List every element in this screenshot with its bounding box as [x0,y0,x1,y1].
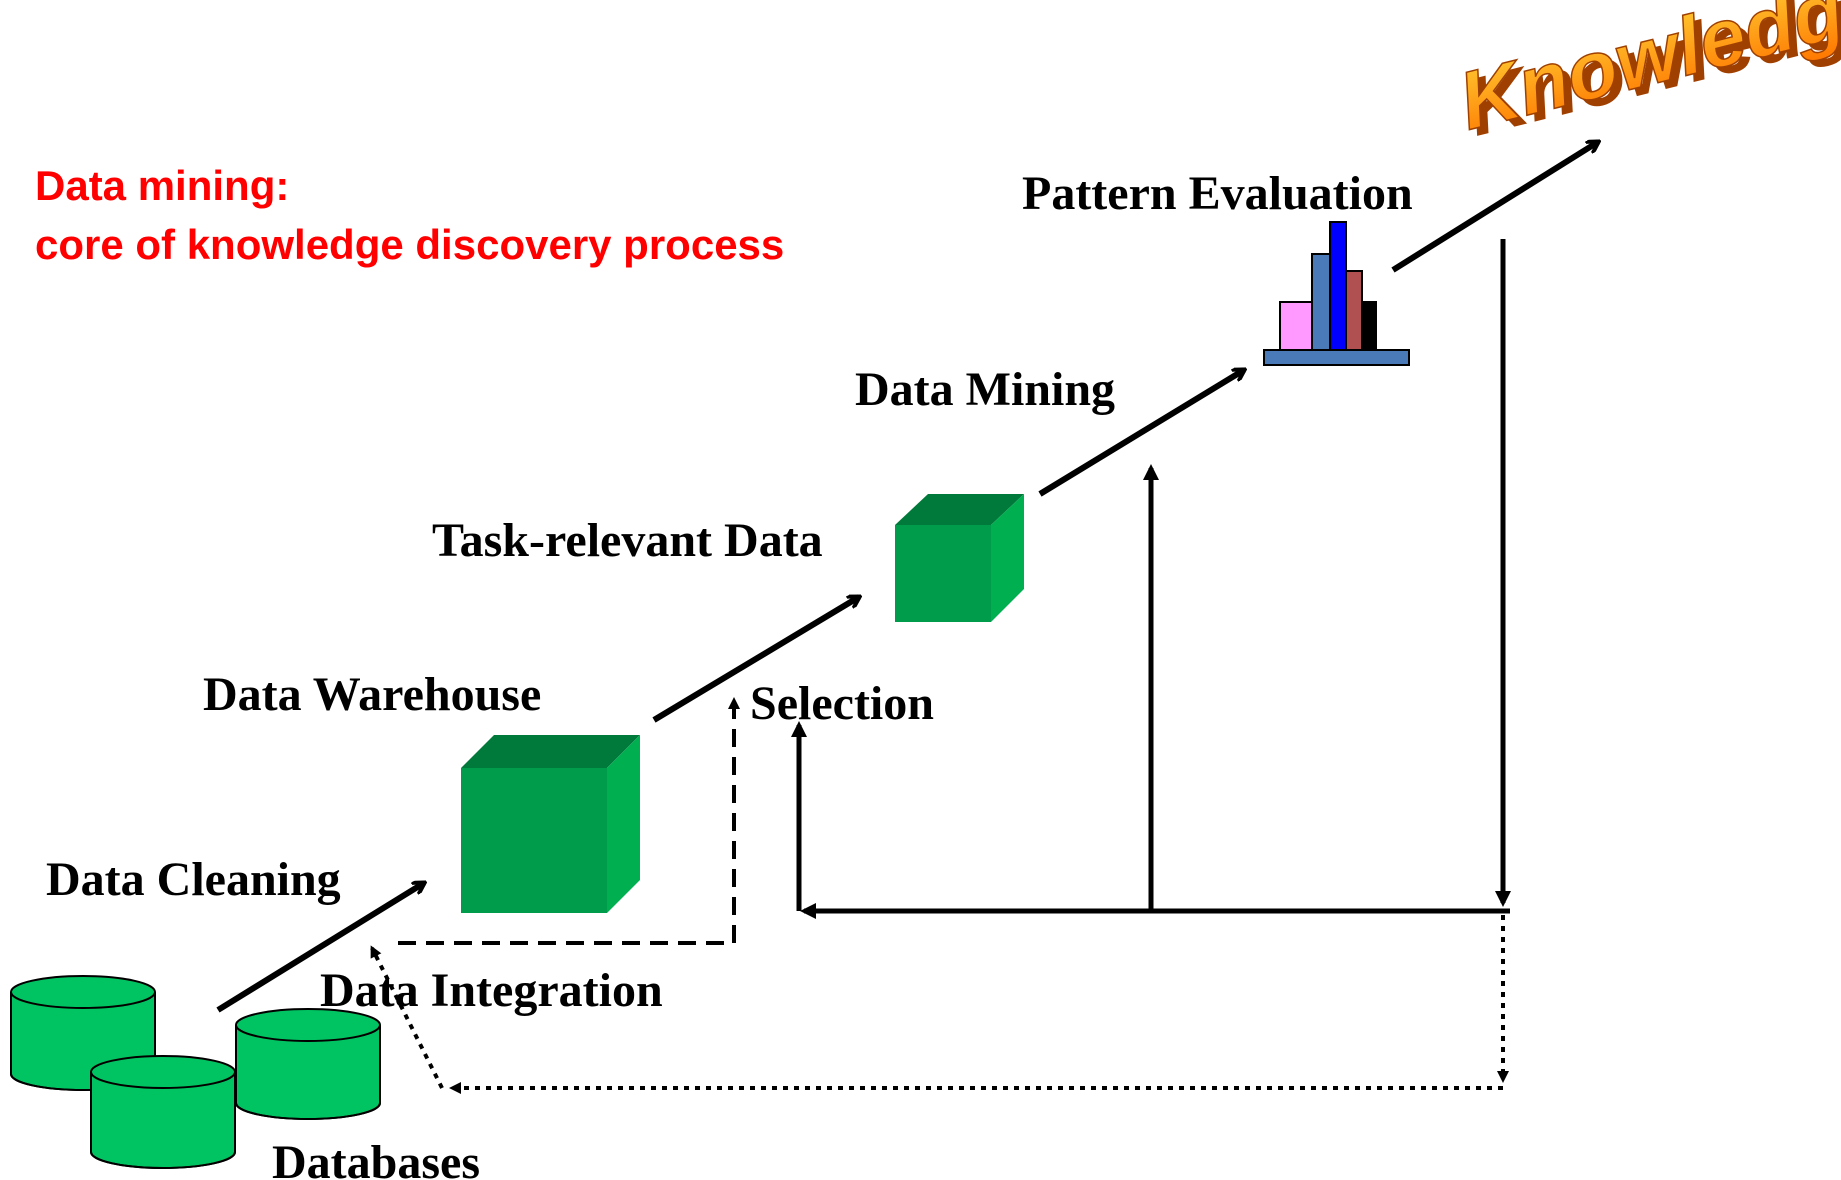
task-relevant-data-cube [895,494,1024,622]
large-cube-front [461,768,607,913]
data-warehouse-label: Data Warehouse [203,668,541,721]
data-warehouse-cube [461,735,640,913]
pattern-chart-icon [1263,221,1410,366]
arrow-task-data-to-pattern [1038,370,1244,497]
data-cleaning-label: Data Cleaning [46,853,341,906]
chart-bar-pink [1279,301,1313,351]
arrow-pattern-to-knowledge [1391,142,1598,273]
database-cylinder-3 [235,1008,381,1120]
database-cylinder-2 [90,1055,236,1169]
task-relevant-data-label: Task-relevant Data [432,514,823,567]
databases-cylinders [10,975,381,1169]
large-cube-top [461,735,640,768]
large-cube-side [607,735,640,913]
dashed-integration-to-selection [398,697,740,945]
small-cube-top [895,494,1024,525]
chart-bar-blue [1329,221,1347,351]
selection-label: Selection [750,677,934,730]
pattern-evaluation-label: Pattern Evaluation [1022,167,1413,220]
chart-bar-steel [1311,253,1331,351]
chart-base [1263,349,1410,366]
header-line-1: Data mining: [35,162,289,209]
chart-bar-black [1361,301,1377,351]
small-cube-side [991,494,1024,622]
arrow-databases-to-warehouse [216,883,424,1013]
small-cube-front [895,525,991,622]
knowledge-wordart: Knowledge Knowledge [1450,0,1841,154]
databases-label: Databases [272,1136,480,1180]
dotted-feedback-to-integration [370,945,444,1089]
data-integration-label: Data Integration [320,964,663,1017]
arrow-warehouse-to-task-data [652,594,859,723]
header-line-2: core of knowledge discovery process [35,221,784,268]
chart-bar-brown [1345,270,1363,351]
data-mining-label: Data Mining [855,363,1115,416]
